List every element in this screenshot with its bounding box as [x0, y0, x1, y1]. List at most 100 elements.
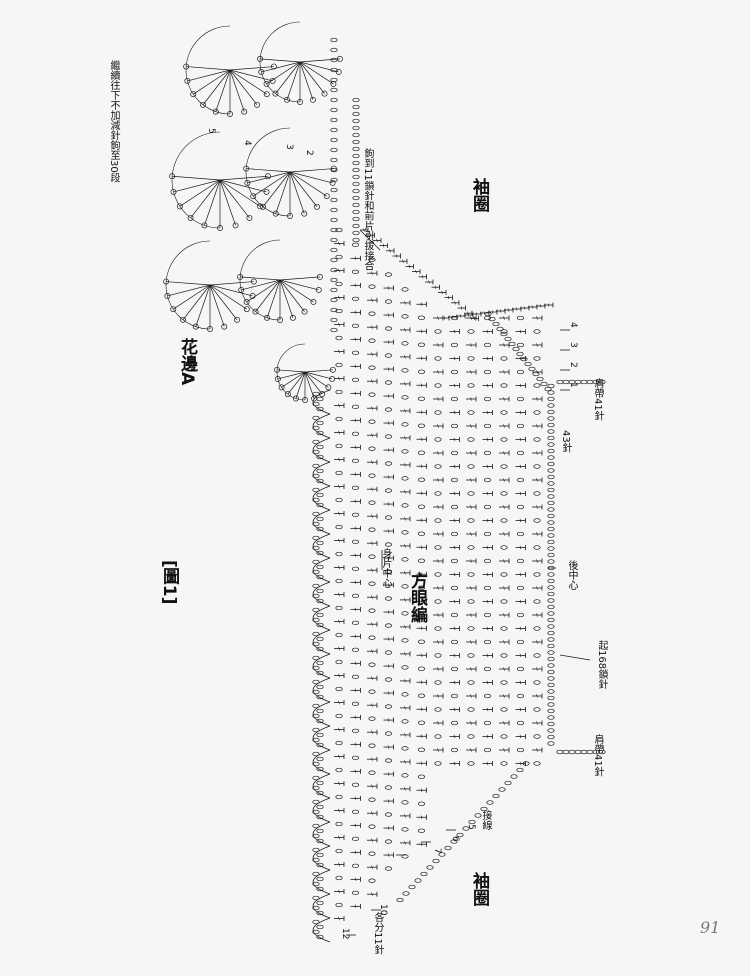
scallop-chain [316, 814, 324, 820]
chain-stitch [351, 782, 360, 787]
chain-stitch [417, 396, 426, 401]
dc-stitch-slash [536, 397, 538, 401]
dc-stitch-slash [404, 652, 406, 656]
fan-spoke [275, 171, 291, 214]
chain-stitch [450, 639, 459, 645]
scallop-chain [316, 564, 324, 570]
picot [187, 214, 194, 221]
chain-stitch [384, 434, 393, 439]
edging-chain [330, 267, 338, 273]
dc-stitch-slash [536, 667, 538, 671]
scallop-chain [312, 665, 320, 671]
dc-stitch-slash [420, 329, 423, 333]
picot [238, 286, 245, 293]
chain-stitch [351, 296, 360, 302]
picot [180, 316, 186, 323]
foundation-chain [547, 435, 555, 441]
scallop-chain [316, 862, 324, 868]
chain-stitch [351, 431, 360, 437]
picot [212, 108, 219, 115]
chain-stitch [401, 557, 409, 562]
chain-stitch [500, 680, 508, 685]
dc-stitch-slash [371, 838, 373, 842]
chain-stitch [483, 612, 492, 618]
edging-chain [330, 187, 338, 193]
chain-stitch [434, 572, 442, 577]
picot [270, 63, 277, 70]
foundation-chain [547, 546, 555, 551]
picot [278, 384, 285, 391]
chain-stitch [417, 639, 426, 644]
fan-spoke [275, 61, 301, 94]
fan-spoke [299, 61, 314, 100]
chain-stitch [450, 558, 459, 564]
dc-stitch-slash [486, 545, 489, 550]
dc-stitch-slash [536, 316, 538, 320]
edging-chain [330, 87, 338, 93]
scallop-chain [316, 804, 324, 810]
chain-stitch [483, 450, 492, 456]
dc-stitch-slash [354, 715, 357, 720]
fan-spoke [195, 284, 211, 327]
chain-stitch [417, 477, 426, 482]
chain-stitch [417, 558, 426, 563]
chain-stitch [384, 650, 393, 655]
scallop-chain [312, 545, 320, 551]
picot [319, 391, 326, 398]
chain-stitch [500, 707, 508, 712]
chain-stitch [351, 620, 360, 625]
fan-spoke [182, 284, 211, 320]
chain-stitch [335, 713, 343, 719]
dc-stitch-slash [519, 383, 522, 388]
dc-stitch-slash [420, 302, 423, 306]
dc-stitch-slash [486, 653, 489, 658]
picot [330, 81, 337, 87]
fan-spoke [173, 284, 211, 310]
scallop [312, 461, 331, 487]
dc-stitch-slash [486, 761, 489, 766]
scallop [312, 413, 331, 439]
join-chain [352, 160, 360, 166]
dc-stitch-slash [338, 673, 340, 678]
dc-stitch-slash [503, 694, 505, 698]
dc-stitch-slash [371, 757, 373, 761]
dc-stitch-slash [519, 599, 522, 604]
scallop-chain [312, 583, 320, 589]
dc-stitch-slash [486, 464, 489, 469]
foundation-chain [547, 461, 555, 467]
picot [263, 188, 270, 195]
stitches-43-label: 43針 [560, 430, 571, 453]
scallop [312, 797, 331, 823]
fan-spoke [253, 171, 291, 197]
dc-stitch-slash [470, 370, 472, 374]
scallop-chain [312, 641, 320, 647]
dc-stitch-slash [354, 607, 357, 612]
dc-stitch-slash [371, 433, 373, 437]
scallop-chain [316, 660, 324, 666]
chain-stitch [351, 539, 360, 544]
dc-stitch-slash [387, 826, 390, 830]
scallop-chain [312, 401, 320, 407]
chain-stitch [401, 341, 409, 346]
chain-stitch [401, 368, 409, 373]
chain-stitch [434, 329, 442, 334]
chain-stitch [450, 450, 459, 456]
scallop-chain [312, 617, 320, 623]
dc-stitch-slash [503, 370, 505, 374]
strap-chain-bottom [562, 749, 570, 755]
scallop-chain [316, 502, 324, 508]
dc-stitch-slash [387, 556, 390, 560]
dc-stitch-slash [453, 761, 456, 766]
dc-stitch-slash [387, 610, 390, 614]
scallop [312, 725, 331, 751]
dc-stitch-slash [387, 853, 390, 857]
chain-stitch [500, 356, 508, 361]
chain-stitch [500, 410, 508, 415]
picot [301, 308, 308, 315]
dc-stitch-slash [354, 850, 357, 855]
row-marker-bottom-0: 12 [340, 928, 350, 940]
dc-stitch-slash [539, 304, 542, 308]
dc-stitch-slash [536, 343, 538, 347]
picot [264, 314, 270, 321]
dc-stitch-slash [536, 694, 538, 698]
